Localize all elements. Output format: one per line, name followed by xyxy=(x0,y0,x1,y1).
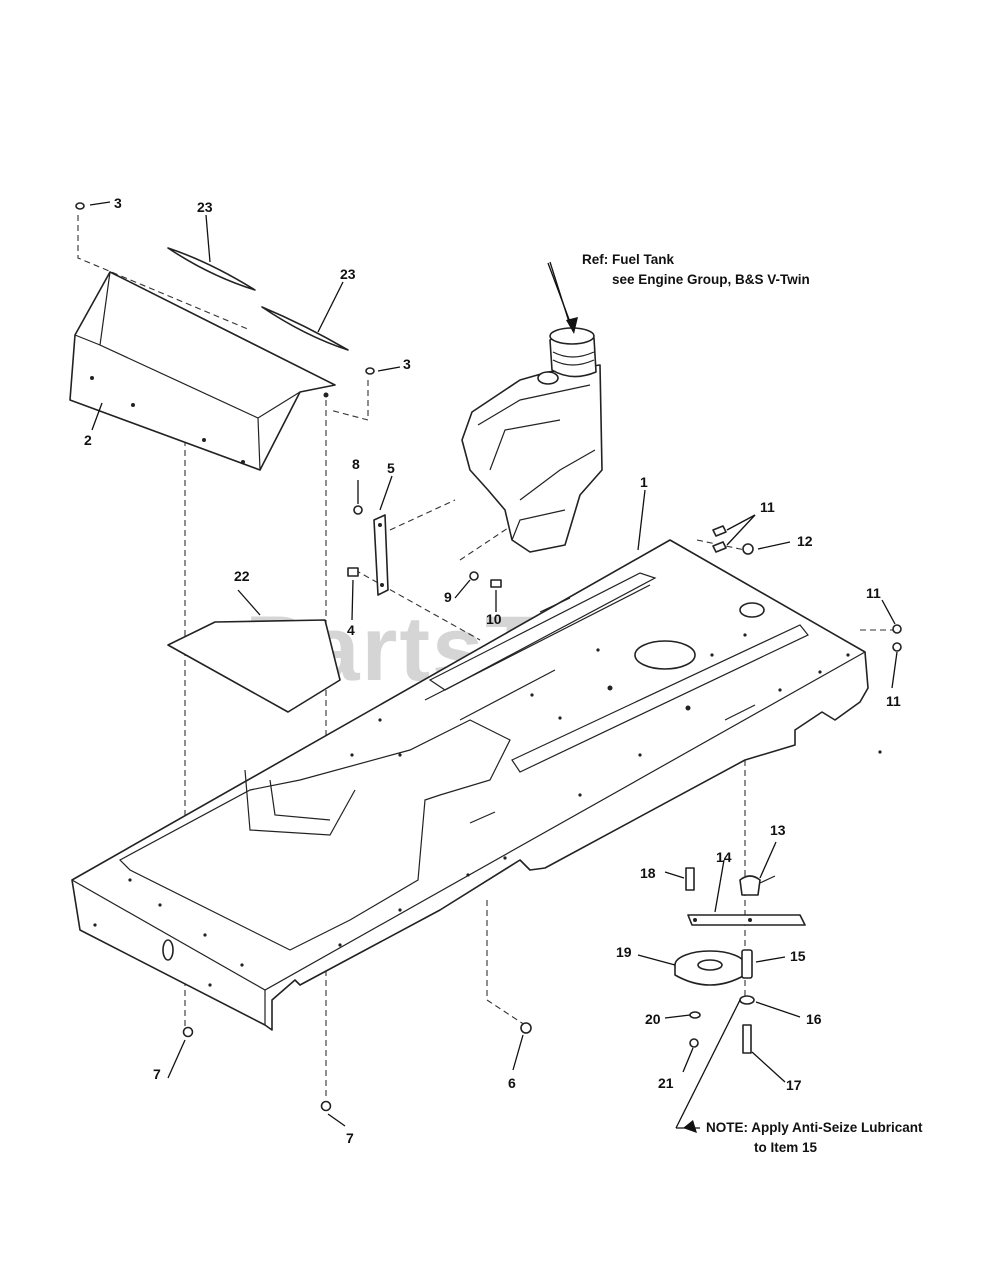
callout-10: 10 xyxy=(486,611,502,627)
ref-note-line1: Ref: Fuel Tank xyxy=(582,252,675,267)
part-3-pins xyxy=(75,202,375,375)
callout-15: 15 xyxy=(790,948,806,964)
ref-arrow-head xyxy=(566,317,578,334)
callout-5: 5 xyxy=(387,460,395,476)
idler-assembly xyxy=(674,867,806,1054)
part-1-frame xyxy=(71,539,882,1031)
callout-16: 16 xyxy=(806,1011,822,1027)
part-5-bracket xyxy=(373,514,389,596)
callouts: 3 23 23 3 2 8 5 1 11 12 22 11 9 10 4 11 … xyxy=(84,195,901,1146)
callout-23-top: 23 xyxy=(197,199,213,215)
callout-8: 8 xyxy=(352,456,360,472)
callout-19: 19 xyxy=(616,944,632,960)
ref-note-line2: see Engine Group, B&S V-Twin xyxy=(612,272,810,287)
callout-4: 4 xyxy=(347,622,355,638)
callout-6: 6 xyxy=(508,1075,516,1091)
callout-22: 22 xyxy=(234,568,250,584)
callout-12: 12 xyxy=(797,533,813,549)
callout-20: 20 xyxy=(645,1011,661,1027)
note-arrow-head xyxy=(683,1120,697,1133)
callout-18: 18 xyxy=(640,865,656,881)
hardware-small xyxy=(347,505,902,652)
callout-11-right: 11 xyxy=(866,585,881,601)
callout-7-left: 7 xyxy=(153,1066,161,1082)
callout-13: 13 xyxy=(770,822,786,838)
callout-11-top: 11 xyxy=(760,499,775,515)
callout-3-top: 3 xyxy=(114,195,122,211)
callout-9: 9 xyxy=(444,589,452,605)
callout-2: 2 xyxy=(84,432,92,448)
callout-21: 21 xyxy=(658,1075,674,1091)
part-22-pad xyxy=(167,619,341,713)
lube-note-line2: to Item 15 xyxy=(754,1140,818,1155)
bottom-nuts xyxy=(182,1022,532,1112)
lube-note-line1: NOTE: Apply Anti-Seize Lubricant xyxy=(706,1120,923,1135)
notes: Ref: Fuel Tank see Engine Group, B&S V-T… xyxy=(582,252,923,1155)
callout-17: 17 xyxy=(786,1077,802,1093)
ref-arrow-line xyxy=(547,262,574,331)
fuel-tank xyxy=(461,327,603,553)
callout-1: 1 xyxy=(640,474,648,490)
callout-3-right: 3 xyxy=(403,356,411,372)
leader-lines xyxy=(89,201,898,1129)
part-23-decals xyxy=(167,247,349,351)
part-2-shroud xyxy=(69,271,336,471)
callout-23-second: 23 xyxy=(340,266,356,282)
callout-11-bottom: 11 xyxy=(886,693,901,709)
callout-14: 14 xyxy=(716,849,732,865)
callout-7-bottom: 7 xyxy=(346,1130,354,1146)
